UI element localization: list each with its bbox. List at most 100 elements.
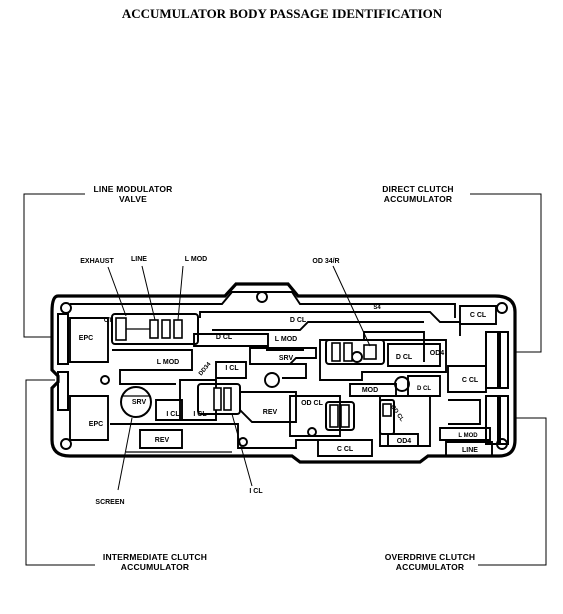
callout-intermediate-clutch-accumulator: INTERMEDIATE CLUTCH ACCUMULATOR	[103, 552, 207, 572]
l-mod-bottom-passage	[439, 427, 491, 441]
accumulator-piston	[331, 342, 341, 362]
label-rev-center: REV	[263, 409, 278, 416]
passage-label-leaders	[107, 265, 371, 491]
bolt-hole	[100, 375, 110, 385]
screen-assembly	[120, 386, 152, 418]
label-od4-upper: OD4	[430, 350, 445, 357]
leader-exhaust	[107, 266, 127, 317]
accumulator-piston	[340, 404, 350, 428]
callout-direct-clutch-line1: DIRECT CLUTCH	[382, 184, 454, 194]
direct-clutch-accumulator-body	[325, 339, 385, 365]
leader-intermediate-clutch	[25, 379, 95, 566]
label-l-mod-top: L MOD	[185, 256, 207, 263]
callout-intermediate-clutch-line2: ACCUMULATOR	[121, 562, 189, 572]
label-c-cl-right: C CL	[462, 377, 479, 384]
bolt-hole	[264, 372, 280, 388]
epc-bore	[57, 371, 69, 411]
label-d-cl-left: D CL	[216, 334, 233, 341]
passage-wall	[212, 321, 424, 331]
callout-direct-clutch-accumulator: DIRECT CLUTCH ACCUMULATOR	[382, 184, 454, 204]
overdrive-clutch-accumulator-bore	[325, 399, 395, 435]
label-i-cl-lower-b: I CL	[193, 411, 207, 418]
i-cl-passage	[179, 379, 217, 421]
d-cl-right-passage	[387, 343, 441, 367]
overdrive-clutch-bore	[499, 395, 509, 445]
accumulator-body-plate	[50, 282, 517, 464]
c-cl-top-passage	[459, 305, 497, 325]
label-s4: S4	[373, 305, 381, 311]
leader-i-cl	[231, 413, 253, 487]
label-od-cl: OD CL	[301, 400, 324, 407]
label-l-mod-center: L MOD	[275, 336, 297, 343]
callout-intermediate-clutch-line1: INTERMEDIATE CLUTCH	[103, 552, 207, 562]
label-c-cl-top: C CL	[470, 312, 487, 319]
label-l-mod-left: L MOD	[157, 359, 179, 366]
valve-spool	[382, 403, 392, 417]
label-d-cl-right: D CL	[396, 354, 413, 361]
callout-line-modulator-line2: VALVE	[119, 194, 147, 204]
label-line-bottom: LINE	[462, 447, 478, 454]
direct-clutch-bore	[485, 331, 499, 389]
passage-wall	[70, 291, 456, 318]
right-bore-stack	[485, 331, 509, 445]
i-cl-passage	[215, 361, 247, 379]
label-i-cl-bottom: I CL	[249, 488, 263, 495]
epc-upper-passage	[69, 317, 109, 363]
direct-clutch-accumulator-bore	[325, 339, 385, 365]
label-od4-lower: OD4	[397, 438, 412, 445]
label-i-cl-lower-a: I CL	[166, 411, 180, 418]
intermediate-clutch-accumulator-body	[197, 383, 241, 415]
label-rev-left: REV	[155, 437, 170, 444]
leader-line	[141, 265, 156, 321]
callout-line-modulator-valve: LINE MODULATOR VALVE	[94, 184, 173, 204]
od4-lower-passage	[387, 433, 419, 447]
accumulator-piston	[223, 387, 232, 411]
label-i-cl-upper: I CL	[225, 365, 239, 372]
label-mod: MOD	[362, 387, 378, 394]
accumulator-piston	[363, 344, 377, 360]
direct-clutch-bore	[499, 331, 509, 389]
callout-direct-clutch-line2: ACCUMULATOR	[384, 194, 452, 204]
label-od-34r: OD 34/R	[312, 258, 339, 265]
accumulator-piston	[329, 404, 339, 428]
accumulator-piston	[343, 342, 353, 362]
passage-wall	[110, 423, 320, 449]
od-cl-passage	[289, 395, 341, 437]
callout-overdrive-clutch-accumulator: OVERDRIVE CLUTCH ACCUMULATOR	[385, 552, 476, 572]
overdrive-clutch-accumulator-body	[325, 401, 355, 431]
label-c-cl-bottom: C CL	[337, 446, 354, 453]
epc-lower-passage	[69, 395, 109, 441]
leader-od-34r	[332, 265, 371, 347]
l-mod-passage	[249, 347, 317, 365]
leader-overdrive-clutch	[478, 417, 547, 566]
passage-wall	[363, 331, 425, 362]
overdrive-clutch-bore	[485, 395, 499, 445]
label-line-top: LINE	[131, 256, 147, 263]
diagram-title: ACCUMULATOR BODY PASSAGE IDENTIFICATION	[122, 6, 443, 21]
d-cl-passage	[193, 333, 269, 347]
intermediate-clutch-accumulator-bore	[197, 383, 241, 415]
line-bottom-passage	[445, 441, 493, 457]
label-d-cl-small: D CL	[417, 386, 431, 392]
label-d-cl-top: D CL	[290, 317, 307, 324]
accumulator-piston	[213, 387, 222, 411]
passage-labels: EXHAUST LINE L MOD OD 34/R EPC EPC OT L …	[79, 256, 487, 506]
line-modulator-valve-body	[111, 313, 199, 345]
label-srv-center: SRV	[279, 355, 294, 362]
leader-l-mod	[177, 265, 184, 321]
bolt-hole	[496, 302, 508, 314]
rev-left-passage	[139, 429, 183, 449]
bolt-hole	[60, 438, 72, 450]
callout-line-modulator-line1: LINE MODULATOR	[94, 184, 173, 194]
valve-spool	[173, 319, 183, 339]
line-modulator-valve-bore	[111, 313, 199, 345]
c-cl-bottom-passage	[317, 439, 373, 457]
callout-overdrive-clutch-line1: OVERDRIVE CLUTCH	[385, 552, 476, 562]
passage-channels	[69, 291, 497, 457]
i-cl-passage	[155, 399, 183, 421]
screen-circle	[120, 386, 152, 418]
leader-screen	[117, 417, 133, 491]
epc-bore	[57, 313, 69, 365]
overdrive-valve-bore	[379, 399, 395, 435]
